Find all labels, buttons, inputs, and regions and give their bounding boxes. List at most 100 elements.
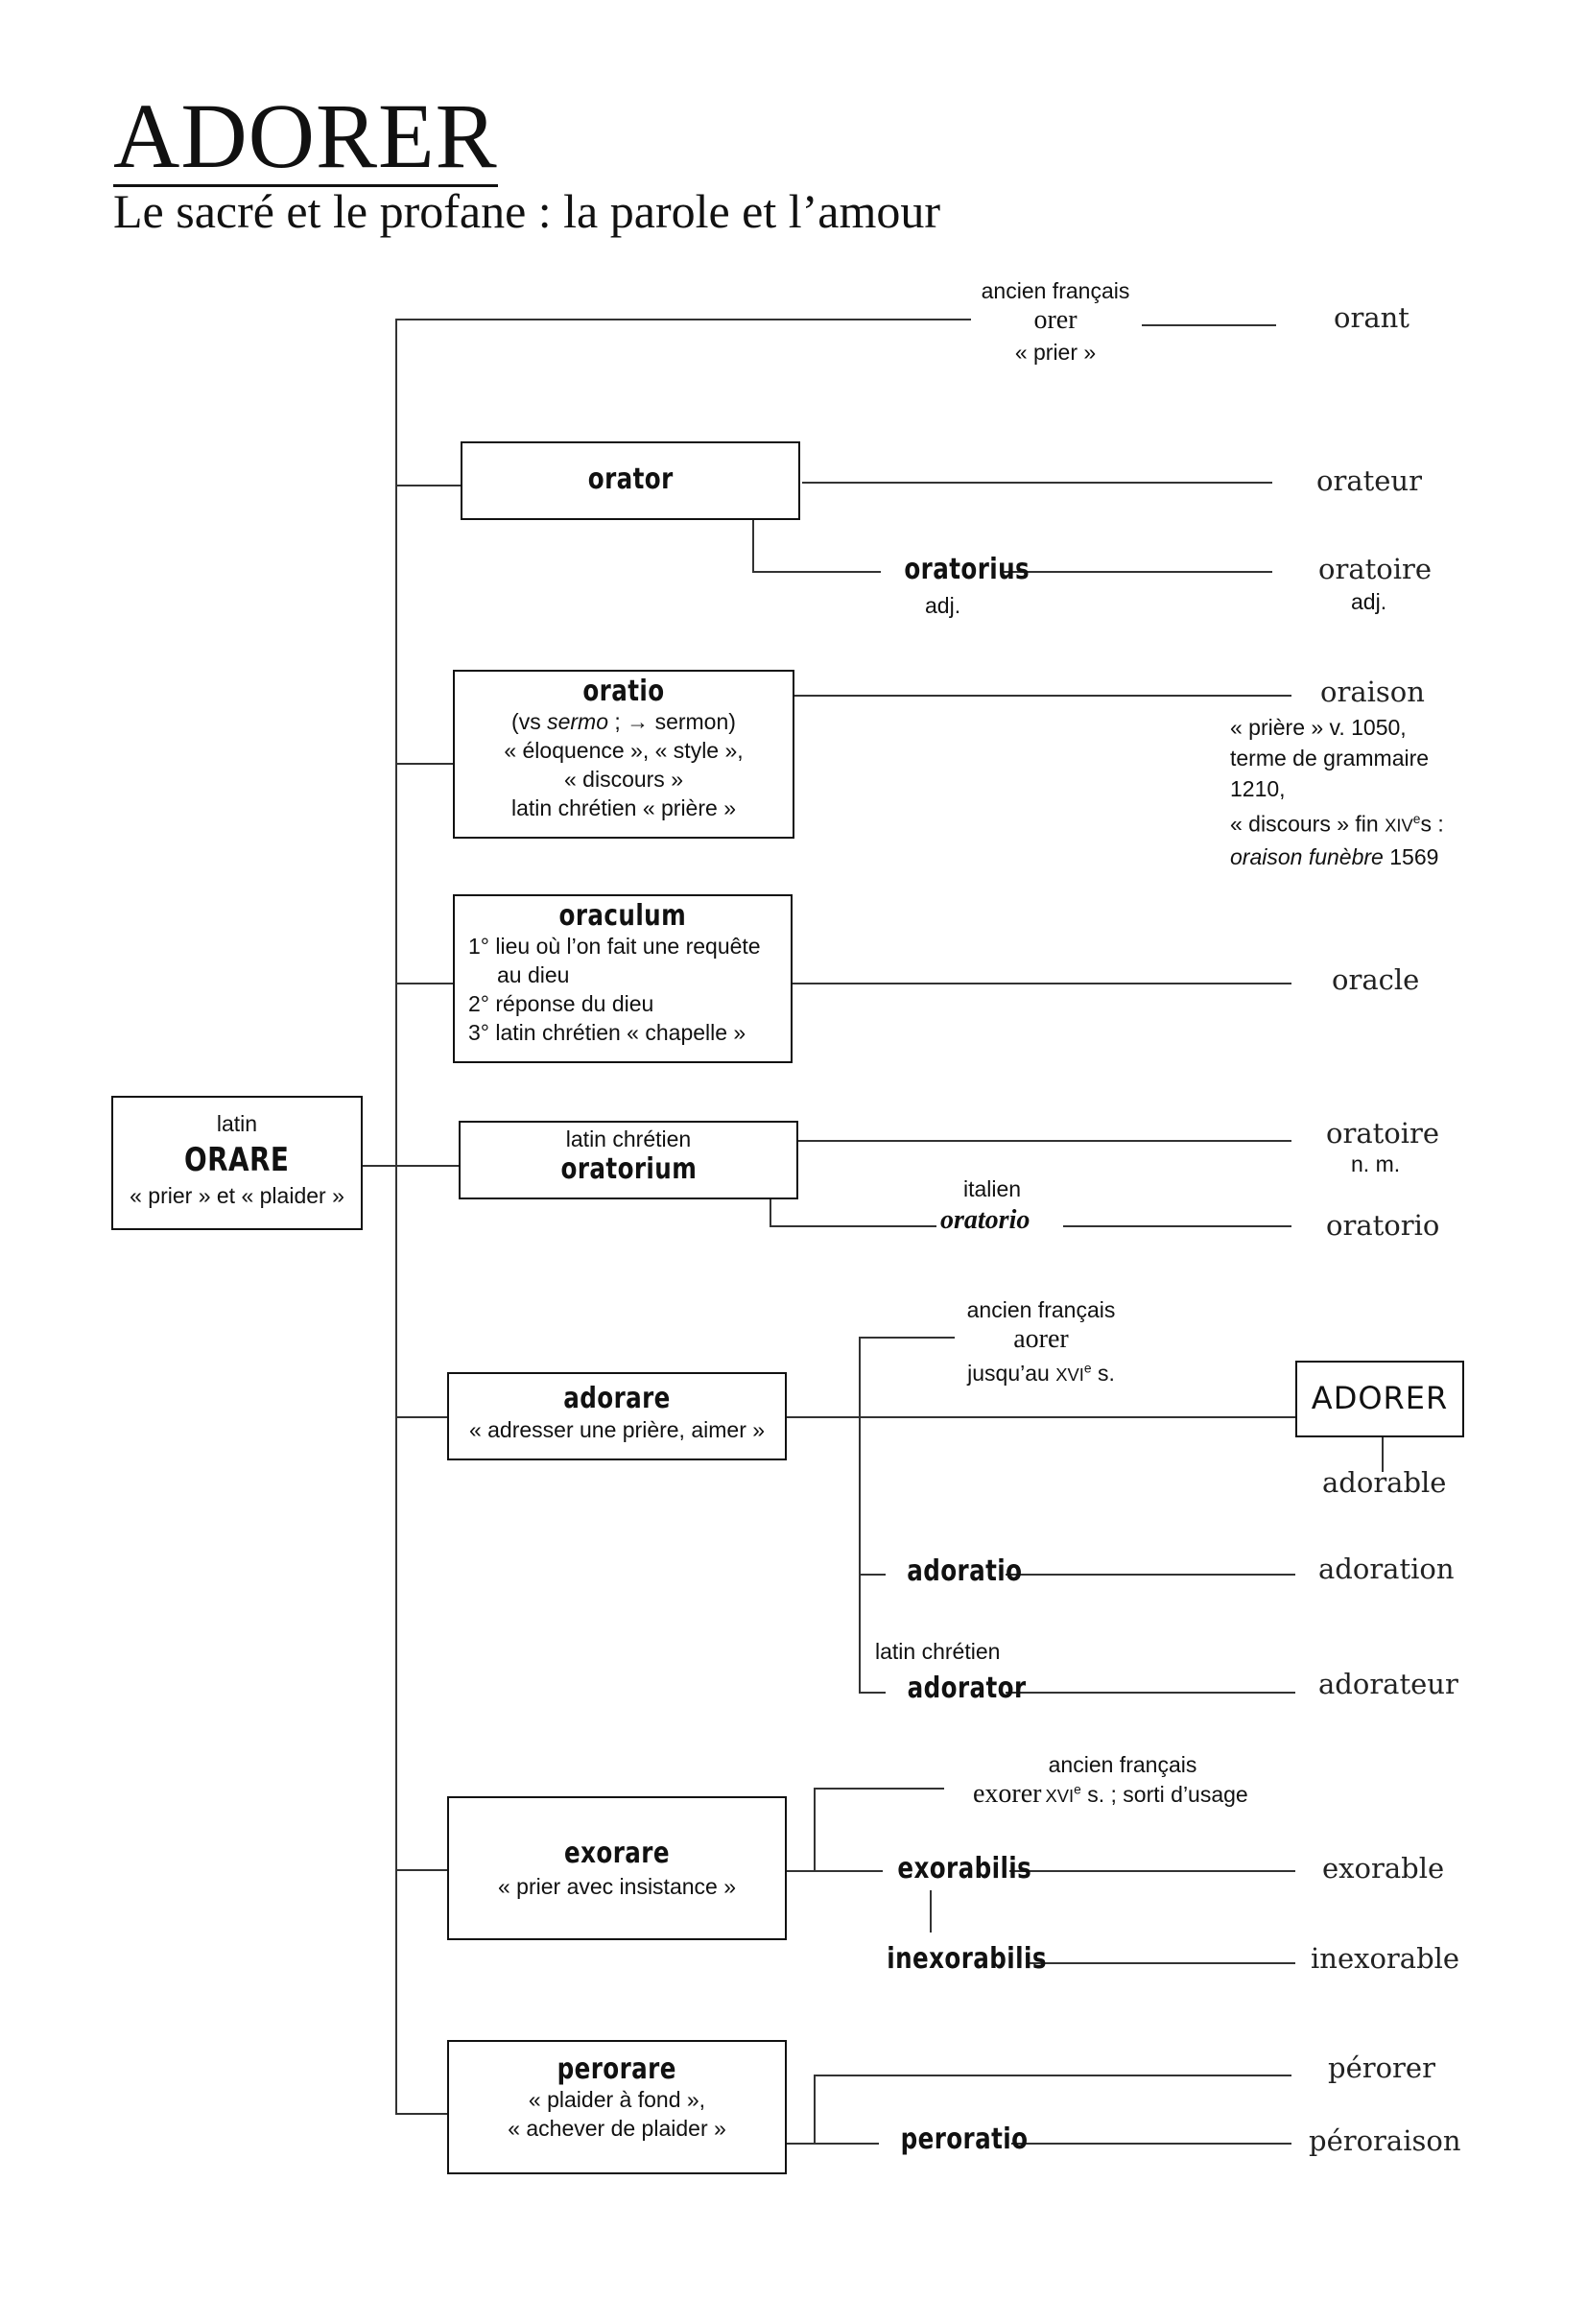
fr-adorateur: adorateur: [1318, 1668, 1458, 1700]
adoratio-word: adoratio: [907, 1554, 1023, 1588]
link-adorer-adorable: [1382, 1437, 1384, 1472]
perorare-subtree-v: [814, 2075, 816, 2144]
link-peroratio-peroraison: [1011, 2143, 1291, 2145]
fr-oratorio: oratorio: [1326, 1209, 1440, 1242]
orer-word: orer: [1033, 305, 1078, 335]
oraison-note-3: 1210,: [1230, 776, 1286, 801]
fr-perorer: pérorer: [1328, 2051, 1435, 2084]
fr-oratoire-adj-pos: adj.: [1351, 589, 1387, 614]
root-connector: [363, 1165, 395, 1167]
branch-adorare: [395, 1416, 447, 1418]
exorer-note: ancien français: [1048, 1752, 1197, 1777]
oratorio-it-word: oratorio: [940, 1205, 1030, 1235]
oraculum-l3: 2° réponse du dieu: [468, 991, 654, 1016]
link-adorare-adorator: [859, 1692, 886, 1694]
oratorium-note: latin chrétien: [565, 1126, 692, 1151]
box-adorare: adorare « adresser une prière, aimer »: [447, 1372, 787, 1460]
link-adorator-adorateur: [1006, 1692, 1295, 1694]
fr-adorer: ADORER: [1311, 1380, 1449, 1416]
link-exorabilis-exorable: [1009, 1870, 1295, 1872]
peroratio-word: peroratio: [900, 2122, 1029, 2156]
link-adorare-aorer: [859, 1337, 955, 1339]
branch-orer: [395, 319, 971, 320]
root-word: ORARE: [184, 1141, 290, 1179]
link-orator-oratorius-h: [752, 571, 881, 573]
aorer-date: jusqu’au XVIe s.: [967, 1361, 1115, 1386]
box-oratorium: latin chrétien oratorium: [459, 1121, 798, 1199]
branch-oratorium: [395, 1165, 459, 1167]
oratorio-it-note: italien: [963, 1176, 1022, 1201]
oratio-line4: latin chrétien « prière »: [511, 795, 736, 820]
fr-orant: orant: [1334, 301, 1409, 334]
link-exorare-exorabilis: [787, 1870, 883, 1872]
oratio-line1: (vs sermo ; → sermon): [511, 709, 736, 734]
oratorium-word: oratorium: [560, 1152, 697, 1186]
link-oratorio-fr: [1063, 1225, 1291, 1227]
link-adorare-adorer: [787, 1416, 1295, 1418]
adorare-subtree-v: [859, 1337, 861, 1692]
root-gloss: « prier » et « plaider »: [130, 1183, 344, 1208]
exorabilis-word: exorabilis: [897, 1852, 1032, 1885]
trunk-line: [395, 319, 397, 2113]
oraison-note-4: « discours » fin XIVes :: [1230, 811, 1444, 837]
orer-gloss: « prier »: [1014, 340, 1097, 365]
link-oratorium-oratorio-v: [770, 1199, 771, 1226]
oraculum-l1: 1° lieu où l’on fait une requête: [468, 934, 761, 959]
fr-inexorable: inexorable: [1311, 1942, 1460, 1975]
oratorius-pos: adj.: [925, 593, 961, 618]
exorer-date: XVIe s. ; sorti d’usage: [1045, 1782, 1248, 1807]
oraison-note-5: oraison funèbre 1569: [1230, 843, 1439, 869]
adorare-word: adorare: [563, 1382, 671, 1415]
exorare-word: exorare: [564, 1837, 670, 1870]
perorare-gloss2: « achever de plaider »: [508, 2116, 726, 2141]
link-oratio-oraison: [794, 695, 1291, 697]
branch-oraculum: [395, 983, 453, 984]
link-oratorium-oratoire: [798, 1140, 1291, 1142]
oraison-note-2: terme de grammaire: [1230, 746, 1430, 771]
root-note: latin: [216, 1111, 258, 1136]
fr-adorable: adorable: [1322, 1466, 1447, 1499]
oratio-line3: « discours »: [563, 767, 683, 792]
link-orator-orateur: [802, 482, 1272, 484]
branch-exorare: [395, 1869, 447, 1871]
aorer-word: aorer: [1013, 1324, 1069, 1354]
page-subtitle: Le sacré et le profane : la parole et l’…: [113, 184, 941, 238]
box-exorare: exorare « prier avec insistance »: [447, 1796, 787, 1940]
orer-note: ancien français: [981, 278, 1130, 303]
link-oratorius-oratoire: [1002, 571, 1272, 573]
link-inexorabilis-inexorable: [1027, 1962, 1295, 1964]
box-oratio: oratio (vs sermo ; → sermon) « éloquence…: [453, 670, 794, 839]
inexorabilis-word: inexorabilis: [887, 1942, 1047, 1976]
link-perorare-perorer: [814, 2075, 1291, 2076]
fr-oratoire-nm: oratoire: [1326, 1117, 1440, 1150]
oratorius-word: oratorius: [904, 553, 1030, 586]
adorare-gloss: « adresser une prière, aimer »: [468, 1417, 766, 1442]
link-exorare-exorer: [814, 1788, 944, 1790]
link-exorabilis-inexorabilis: [930, 1890, 932, 1933]
fr-oraison: oraison: [1320, 676, 1425, 708]
link-orator-oratorius-v: [752, 518, 754, 572]
page-title: ADORER: [113, 84, 498, 187]
fr-oratoire-adj: oratoire: [1318, 553, 1433, 585]
branch-orator: [395, 485, 461, 486]
adorator-note: latin chrétien: [875, 1639, 1001, 1664]
link-adorare-adoratio: [859, 1574, 886, 1576]
exorare-gloss: « prier avec insistance »: [497, 1874, 736, 1899]
oraculum-l2: au dieu: [497, 962, 570, 987]
perorare-gloss1: « plaider à fond »,: [528, 2087, 706, 2112]
link-adoratio-adoration: [1006, 1574, 1295, 1576]
fr-oratoire-nm-pos: n. m.: [1351, 1151, 1401, 1176]
link-orer-orant: [1142, 324, 1276, 326]
aorer-note: ancien français: [966, 1297, 1116, 1322]
oraison-notes: « prière » v. 1050, terme de grammaire 1…: [1230, 712, 1444, 872]
link-perorare-peroratio: [787, 2143, 879, 2145]
perorare-word: perorare: [557, 2052, 677, 2086]
box-perorare: perorare « plaider à fond », « achever d…: [447, 2040, 787, 2174]
fr-orateur: orateur: [1316, 464, 1422, 497]
branch-perorare: [395, 2113, 447, 2115]
oratio-line2: « éloquence », « style »,: [504, 738, 744, 763]
fr-oracle: oracle: [1332, 963, 1420, 996]
box-orator: orator: [461, 441, 800, 520]
branch-oratio: [395, 763, 453, 765]
oraison-note-1: « prière » v. 1050,: [1230, 715, 1407, 740]
